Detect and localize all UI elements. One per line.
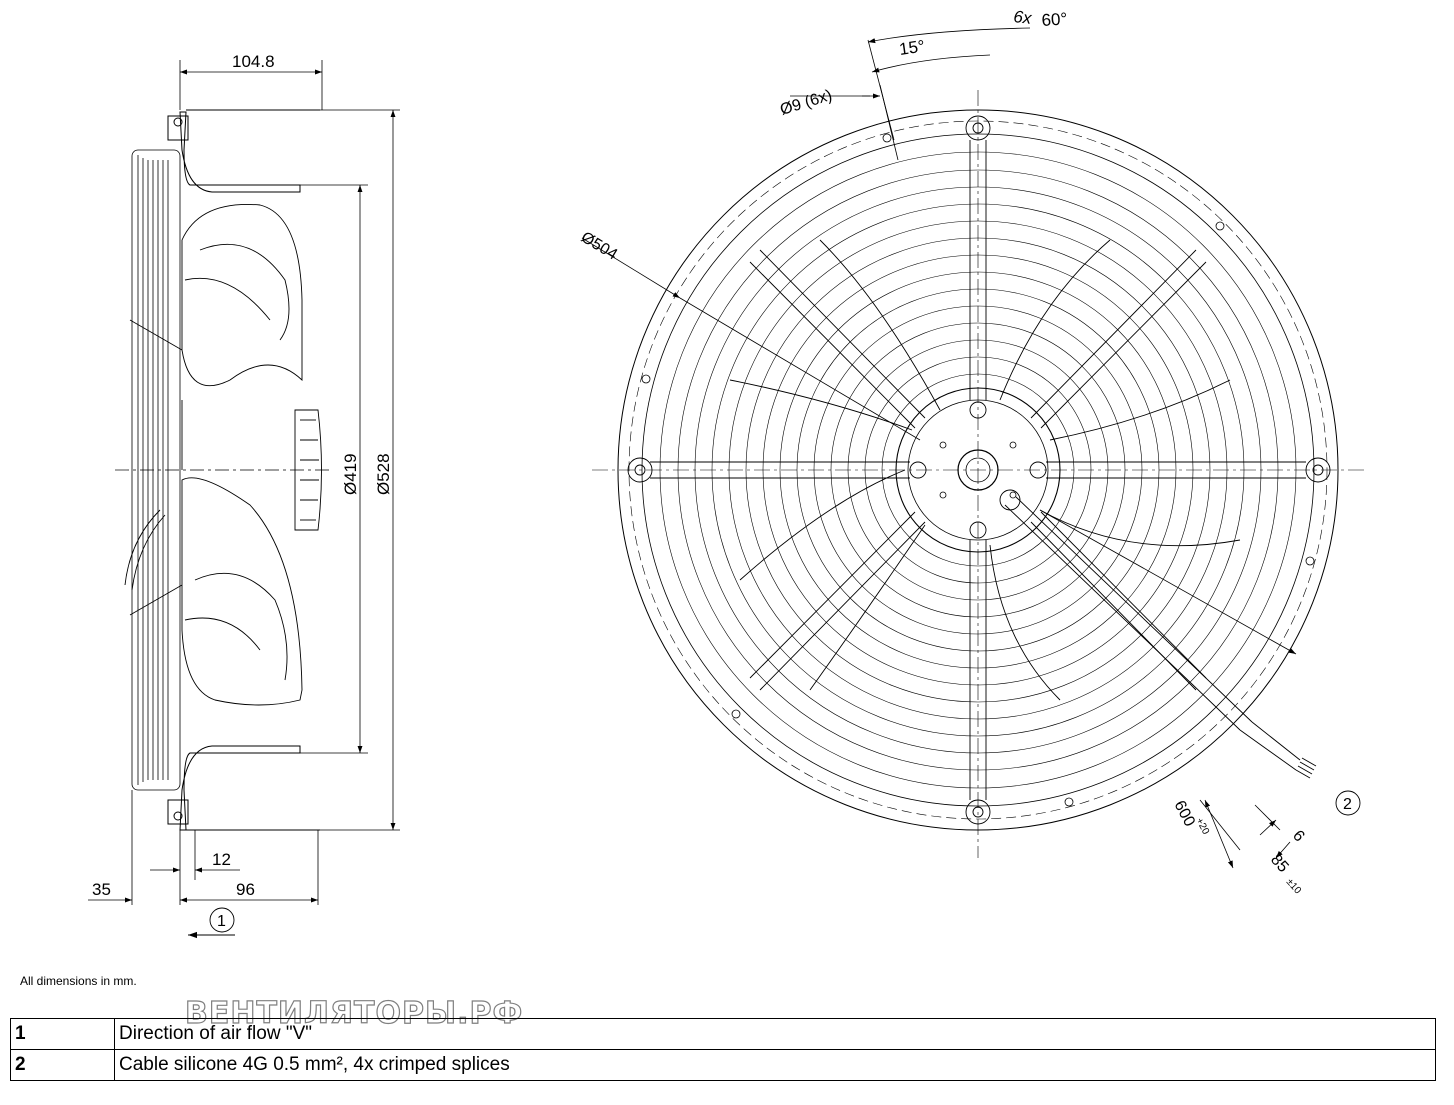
legend-num: 2 bbox=[10, 1049, 115, 1081]
dim-bolt-circle: Ø504 bbox=[578, 229, 620, 264]
side-motor bbox=[124, 409, 322, 591]
guard-rings bbox=[659, 151, 1297, 789]
dim-strip-85: 85 bbox=[1267, 851, 1292, 876]
callout-1-label: 1 bbox=[217, 913, 226, 930]
mount-bosses bbox=[627, 115, 1331, 825]
units-note: All dimensions in mm. bbox=[20, 974, 137, 988]
dim-dia-outer: Ø528 bbox=[374, 453, 393, 495]
legend-table: 1 Direction of air flow "V" 2 Cable sili… bbox=[10, 1018, 1436, 1081]
side-fan-blades bbox=[181, 204, 303, 706]
dim-strip-85-tol: ±10 bbox=[1284, 877, 1304, 897]
motor-hub bbox=[895, 387, 1061, 553]
table-row: 1 Direction of air flow "V" bbox=[10, 1018, 1436, 1050]
dim-dia-inner: Ø419 bbox=[341, 453, 360, 495]
callout-2-label: 2 bbox=[1343, 796, 1352, 813]
legend-num: 1 bbox=[10, 1018, 115, 1050]
legend-text: Cable silicone 4G 0.5 mm², 4x crimped sp… bbox=[114, 1049, 1436, 1081]
mount-holes bbox=[641, 133, 1315, 807]
dim-cable-length-tol: +20 bbox=[1193, 816, 1211, 837]
dim-flange: 12 bbox=[212, 850, 231, 869]
dim-offset-35: 35 bbox=[92, 880, 111, 899]
housing-outer-ring bbox=[617, 109, 1339, 831]
dim-cable-length: 600 bbox=[1170, 798, 1198, 830]
side-dimensions bbox=[88, 60, 400, 905]
dim-hole: Ø9 (6x) bbox=[778, 87, 834, 119]
callout-1-circle bbox=[209, 907, 235, 933]
impeller-blades bbox=[729, 239, 1241, 701]
callout-2-circle bbox=[1335, 790, 1361, 816]
dim-angle-6x: 6x bbox=[1013, 7, 1033, 28]
legend-text: Direction of air flow "V" bbox=[114, 1018, 1436, 1050]
dim-angle-15: 15° bbox=[898, 37, 926, 59]
dim-depth-96: 96 bbox=[236, 880, 255, 899]
side-guard-grille bbox=[129, 149, 183, 791]
dim-angle-60: 60° bbox=[1041, 9, 1068, 30]
table-row: 2 Cable silicone 4G 0.5 mm², 4x crimped … bbox=[10, 1049, 1436, 1081]
side-view bbox=[115, 109, 330, 939]
dim-strip-6: 6 bbox=[1289, 827, 1308, 845]
front-dimensions bbox=[581, 27, 1297, 869]
cable bbox=[999, 489, 1317, 779]
fan-technical-drawing: 104.8 Ø419 Ø528 12 35 96 1 bbox=[88, 7, 1368, 939]
front-view bbox=[592, 90, 1368, 858]
dim-side-depth: 104.8 bbox=[232, 52, 275, 71]
